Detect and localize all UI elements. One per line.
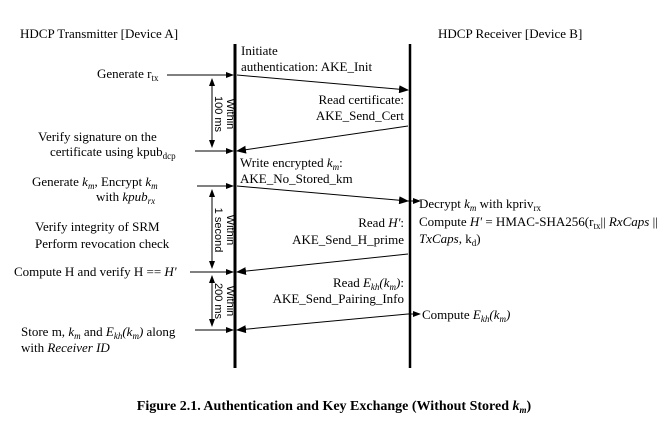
timer-100ms-label: Within 100 ms [212,95,236,133]
timer-200ms-bracket [200,271,233,331]
step-compute-h-prime-line1: Compute H' = HMAC-SHA256(rtx|| RxCaps || [419,214,658,231]
msg-write-km-line1: Write encrypted km: [240,155,343,172]
step-verify-srm: Verify integrity of SRM [35,219,160,234]
arrow-ake-no-stored-km [236,185,409,205]
transmitter-header: HDCP Transmitter [Device A] [20,26,179,41]
step-store-line2: with Receiver ID [21,340,110,355]
msg-ake-send-cert-line1: Read certificate: [318,92,404,107]
figure-caption: Figure 2.1. Authentication and Key Excha… [136,399,532,415]
msg-ake-send-pairing-info: AKE_Send_Pairing_Info [272,291,404,306]
msg-ake-send-h-prime: AKE_Send_H_prime [292,232,404,247]
msg-read-h-prime-line1: Read H': [358,215,404,230]
msg-ake-init-line2: authentication: AKE_Init [241,59,373,74]
msg-ake-init-line1: Initiate [241,43,278,58]
msg-ake-no-stored-km: AKE_No_Stored_km [240,171,353,186]
step-compute-h: Compute H and verify H == H' [14,264,177,279]
arrow-ake-send-pairing-info [236,313,409,334]
arrow-ake-init [236,74,409,94]
timer-1s-label: Within 1 second [212,207,236,253]
step-store-line1: Store m, km and Ekh(km) along [21,324,176,341]
step-generate-km-line2: with kpubrx [96,189,156,206]
step-decrypt-km: Decrypt km with kprivrx [419,196,541,213]
arrow-ake-send-cert [236,125,409,154]
msg-read-ekh-line1: Read Ekh(km): [333,275,404,292]
msg-ake-send-cert-line2: AKE_Send_Cert [315,108,404,123]
arrow-ake-send-h-prime [236,253,409,276]
step-verify-signature-line1: Verify signature on the [38,129,157,144]
step-compute-ekh: Compute Ekh(km) [422,307,511,324]
receiver-header: HDCP Receiver [Device B] [438,26,583,41]
step-verify-signature-line2: certificate using kpubdcp [50,144,176,161]
step-compute-h-prime-line2: TxCaps, kd) [419,231,481,248]
step-generate-km-line1: Generate km, Encrypt km [32,174,158,191]
step-revocation-check: Perform revocation check [35,236,170,251]
timer-100ms-bracket [200,74,233,152]
timer-200ms-label: Within 200 ms [212,282,236,320]
step-generate-rtx: Generate rtx [97,66,159,83]
